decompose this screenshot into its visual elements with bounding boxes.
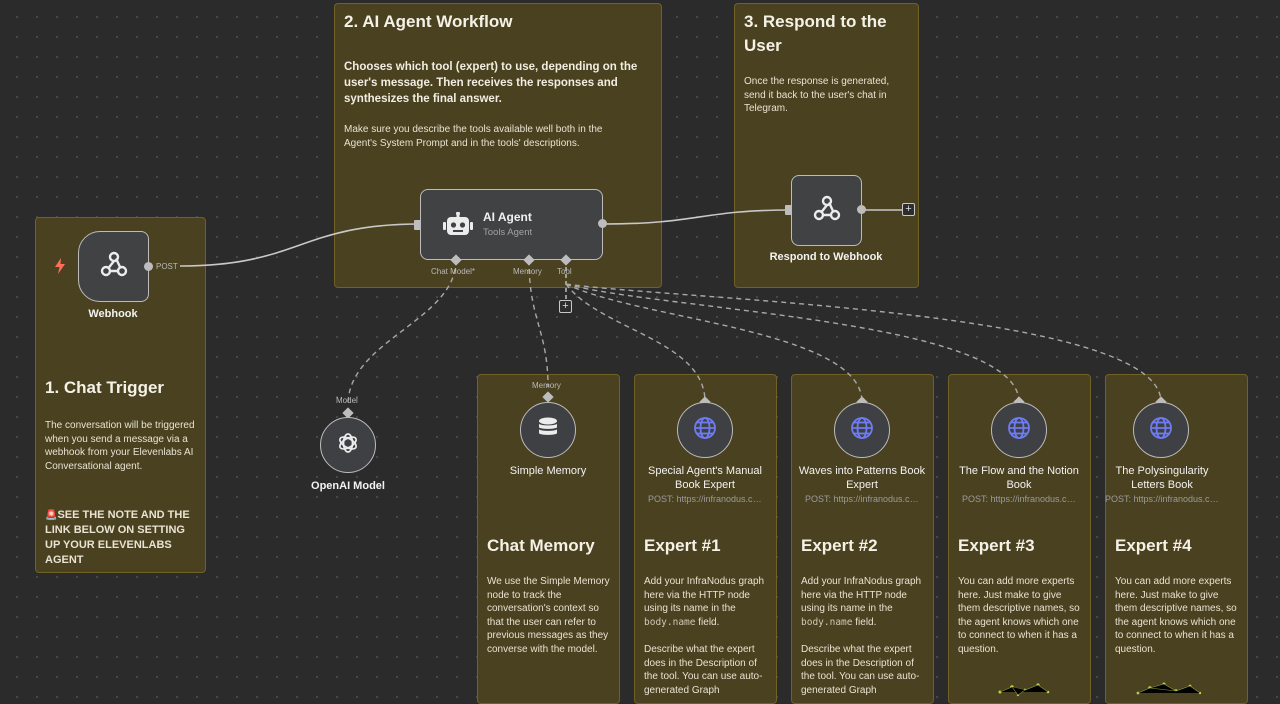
webhook-output-label: POST [156,262,178,271]
tool-4-url: POST: https://infranodus.com/api/v1/grap… [1105,494,1220,504]
ai-agent-subtitle: Tools Agent [483,227,533,238]
tool-4-label: The Polysingularity Letters Book [1115,465,1209,491]
sticky-body: Add your InfraNodus graph here via the H… [644,575,770,629]
ai-agent-node[interactable]: AI Agent Tools Agent [420,189,603,260]
body-before: Add your InfraNodus graph here via the H… [801,576,922,615]
code-body-name: body.name [801,616,853,628]
database-icon [538,417,558,444]
sticky-body-2: Describe what the expert does in the Des… [644,644,763,696]
webhook-icon [99,249,129,284]
openai-model-node[interactable] [320,417,376,473]
sticky-title: 2. AI Agent Workflow [344,12,513,31]
respond-output-handle[interactable] [857,205,866,214]
sticky-note: 🚨SEE THE NOTE AND THE LINK BELOW ON SETT… [45,508,201,568]
webhook-label: Webhook [88,308,138,320]
sticky-body: Once the response is generated, send it … [744,76,890,115]
chat-model-handle-label: Chat Model* [431,267,476,276]
note-text: SEE THE NOTE AND THE LINK BELOW ON SETTI… [45,509,190,566]
sticky-title: Expert #4 [1115,536,1192,555]
siren-icon: 🚨 [45,510,58,521]
ai-agent-title: AI Agent [483,210,532,224]
sticky-title: Expert #1 [644,536,721,555]
body-after: field. [852,616,877,628]
tool-3-node[interactable] [991,402,1047,458]
tool-2-label: Waves into Patterns Book Expert [798,465,926,491]
tool-1-label: Special Agent's Manual Book Expert [647,465,762,491]
sticky-body: Make sure you describe the tools availab… [344,124,603,149]
ai-agent-input-handle[interactable] [414,220,421,230]
sticky-body: We use the Simple Memory node to track t… [487,576,610,655]
sticky-respond-user[interactable]: 3. Respond to the User Once the response… [734,3,919,288]
simple-memory-handle-label: Memory [532,381,561,390]
sticky-body: The conversation will be triggered when … [45,420,195,472]
simple-memory-node[interactable] [520,402,576,458]
sticky-bold: Chooses which tool (expert) to use, depe… [344,61,638,105]
sticky-title: Chat Memory [487,536,595,555]
sticky-title: Expert #2 [801,536,878,555]
sticky-body: You can add more experts here. Just make… [1115,576,1237,655]
sticky-expert-2[interactable]: Expert #2 Add your InfraNodus graph here… [791,374,934,704]
tool-handle-label: Tool [557,267,572,276]
tool-3-url: POST: https://infranodus.com/api/v1/grap… [962,494,1077,504]
respond-webhook-node[interactable] [791,175,862,246]
body-before: Add your InfraNodus graph here via the H… [644,576,765,615]
globe-icon [1149,416,1173,445]
openai-model-label: OpenAI Model [311,480,385,492]
robot-icon [443,211,473,243]
sticky-body: Add your InfraNodus graph here via the H… [801,575,927,629]
tool-2-node[interactable] [834,402,890,458]
tool-1-node[interactable] [677,402,733,458]
tool-3-label: The Flow and the Notion Book [959,465,1079,491]
openai-icon [335,430,361,461]
add-node-button[interactable]: + [902,203,915,216]
sticky-body-2: Describe what the expert does in the Des… [801,644,920,696]
trigger-bolt-icon [54,258,66,274]
webhook-icon [812,193,842,228]
memory-handle-label: Memory [513,267,542,276]
respond-webhook-label: Respond to Webhook [769,251,883,263]
openai-model-handle-label: Model [336,396,358,405]
graph-thumbnail-3 [998,683,1050,697]
tool-4-node[interactable] [1133,402,1189,458]
simple-memory-label: Simple Memory [509,465,587,477]
sticky-expert-1[interactable]: Expert #1 Add your InfraNodus graph here… [634,374,777,704]
add-tool-button[interactable]: + [559,300,572,313]
body-after: field. [695,616,720,628]
globe-icon [850,416,874,445]
graph-thumbnail-4 [1136,682,1202,695]
code-body-name: body.name [644,616,696,628]
tool-2-url: POST: https://infranodus.com/api/v1/grap… [805,494,920,504]
sticky-body: You can add more experts here. Just make… [958,576,1080,655]
respond-input-handle[interactable] [785,205,792,215]
globe-icon [693,416,717,445]
sticky-title: Expert #3 [958,536,1035,555]
ai-agent-output-handle[interactable] [598,219,607,228]
sticky-title: 1. Chat Trigger [45,378,165,397]
sticky-title: 3. Respond to the User [744,12,887,55]
globe-icon [1007,416,1031,445]
tool-1-url: POST: https://infranodus.com/api/v1/grap… [648,494,763,504]
webhook-node[interactable] [78,231,149,302]
webhook-output-handle[interactable] [144,262,153,271]
